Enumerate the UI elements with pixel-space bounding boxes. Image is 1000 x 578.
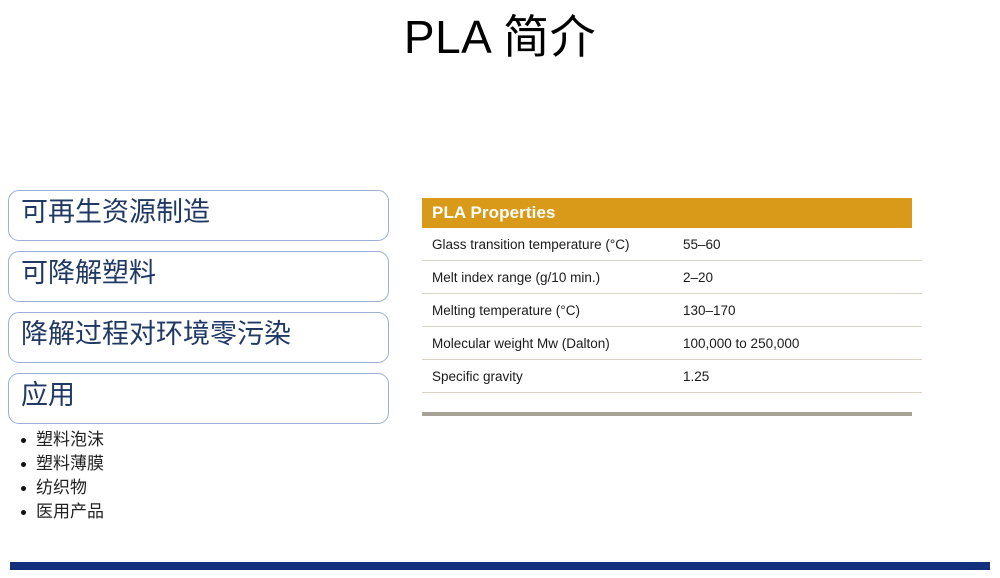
list-item: 塑料泡沫 [14, 428, 394, 452]
callout-box-applications[interactable]: 应用 [8, 373, 389, 424]
slide-footer-accent-bar [10, 562, 990, 570]
callout-box-zero-pollution[interactable]: 降解过程对环境零污染 [8, 312, 389, 363]
table-row: Melt index range (g/10 min.) 2–20 [422, 260, 922, 294]
page-title: PLA 简介 [403, 11, 597, 63]
table-row: Glass transition temperature (°C) 55–60 [422, 228, 922, 261]
property-value: 55–60 [683, 228, 922, 261]
table-footer-rule [422, 412, 912, 416]
table-row: Specific gravity 1.25 [422, 359, 922, 393]
callout-label: 可降解塑料 [21, 258, 156, 288]
property-label: Melting temperature (°C) [422, 293, 683, 327]
list-item: 医用产品 [14, 500, 394, 524]
application-bullet-list: 塑料泡沫 塑料薄膜 纺织物 医用产品 [14, 428, 394, 524]
pla-properties-table: PLA Properties Glass transition temperat… [422, 198, 922, 416]
property-value: 130–170 [683, 293, 922, 327]
callout-list: 可再生资源制造 可降解塑料 降解过程对环境零污染 应用 [8, 190, 389, 434]
property-value: 1.25 [683, 359, 922, 393]
callout-label: 可再生资源制造 [21, 197, 210, 227]
table-spacer [422, 393, 912, 411]
list-item: 纺织物 [14, 476, 394, 500]
callout-box-biodegradable[interactable]: 可降解塑料 [8, 251, 389, 302]
property-value: 2–20 [683, 260, 922, 294]
table-row: Melting temperature (°C) 130–170 [422, 293, 922, 327]
property-label: Glass transition temperature (°C) [422, 228, 683, 261]
table-body: Glass transition temperature (°C) 55–60 … [422, 228, 922, 393]
callout-box-renewable[interactable]: 可再生资源制造 [8, 190, 389, 241]
list-item: 塑料薄膜 [14, 452, 394, 476]
callout-label: 应用 [21, 380, 75, 410]
property-label: Melt index range (g/10 min.) [422, 260, 683, 294]
property-label: Specific gravity [422, 359, 683, 393]
callout-label: 降解过程对环境零污染 [21, 319, 291, 349]
table-row: Molecular weight Mw (Dalton) 100,000 to … [422, 326, 922, 360]
property-value: 100,000 to 250,000 [683, 326, 922, 360]
table-header: PLA Properties [422, 198, 912, 228]
property-label: Molecular weight Mw (Dalton) [422, 326, 683, 360]
